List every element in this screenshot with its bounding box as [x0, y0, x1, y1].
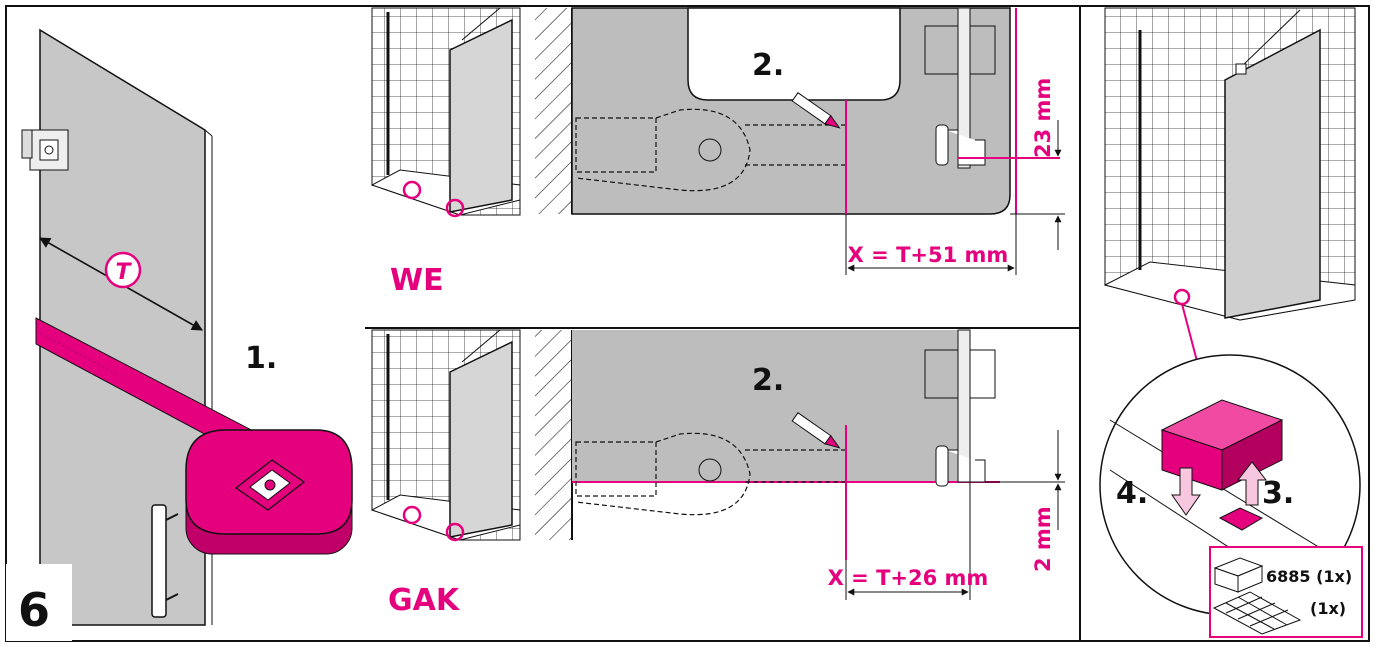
tape-measure-icon — [35, 317, 353, 555]
glass-door-panel — [39, 28, 206, 626]
measure-symbol: T — [115, 260, 132, 285]
left-step-label: 1. — [245, 341, 277, 376]
height-dimension-top: 23 mm — [1031, 78, 1055, 158]
top-center-panel: X = T+51 mm 23 mm 2. WE — [370, 7, 1065, 298]
part-label-2: (1x) — [1310, 599, 1346, 618]
pad-sheet-icon — [1212, 591, 1302, 635]
wall-section-top — [535, 8, 572, 214]
insert-step-label: 4. — [1116, 476, 1148, 511]
pencil-icon — [791, 412, 841, 449]
shower-corner-view — [1103, 7, 1356, 321]
shower-corner-thumbnail-bottom — [370, 329, 521, 542]
offset-formula-bottom: X = T+26 mm — [828, 566, 989, 590]
foam-block-icon — [1160, 399, 1284, 491]
bottom-center-panel: X = T+26 mm 2 mm 2. GAK — [370, 329, 1065, 618]
detail-leader-line — [1181, 303, 1199, 366]
arrow-up-icon — [1236, 461, 1268, 506]
step-number-box — [6, 564, 72, 641]
height-dimension-bottom: 2 mm — [1031, 506, 1055, 572]
remove-step-label: 3. — [1262, 476, 1294, 511]
bottom-step-label: 2. — [752, 363, 784, 398]
variant-label-top: WE — [390, 263, 444, 298]
door-handle-icon — [151, 504, 179, 618]
arrow-down-icon — [1171, 467, 1201, 516]
left-panel: T 1. 6 — [6, 28, 353, 641]
hinge-icon — [21, 129, 69, 171]
floor-section-bottom — [572, 330, 970, 482]
wall-section-bottom — [535, 330, 572, 540]
sheet-frame — [5, 5, 1370, 642]
adhesive-pad-icon — [1218, 507, 1264, 531]
step-number: 6 — [18, 583, 50, 637]
top-step-label: 2. — [752, 48, 784, 83]
right-panel: 3. 4. 6885 (1x) (1x) — [1099, 7, 1363, 638]
shower-corner-thumbnail-top — [370, 7, 521, 218]
pencil-icon — [791, 92, 841, 129]
variant-label-bottom: GAK — [388, 583, 461, 618]
foam-block-icon — [1213, 557, 1264, 593]
measure-symbol-circle — [104, 251, 142, 289]
part-label-1: 6885 (1x) — [1266, 567, 1352, 586]
offset-formula-top: X = T+51 mm — [848, 243, 1009, 267]
